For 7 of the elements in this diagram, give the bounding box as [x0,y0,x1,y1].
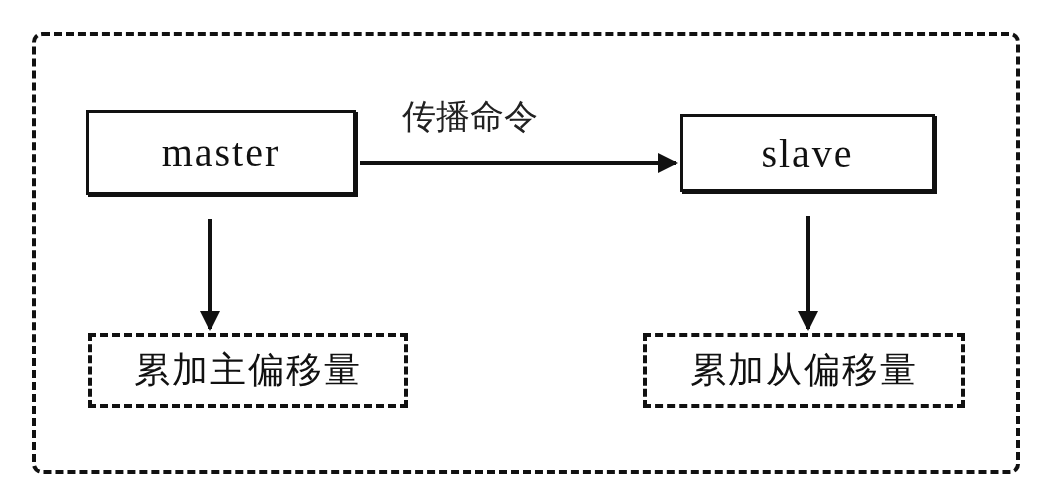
arrow [798,216,818,331]
dashed-box: 累加从偏移量 [643,333,965,408]
process-box: master [86,110,356,195]
process-box: slave [680,114,935,192]
arrow [360,153,678,173]
dashed-box: 累加主偏移量 [88,333,408,408]
arrow [200,219,220,331]
